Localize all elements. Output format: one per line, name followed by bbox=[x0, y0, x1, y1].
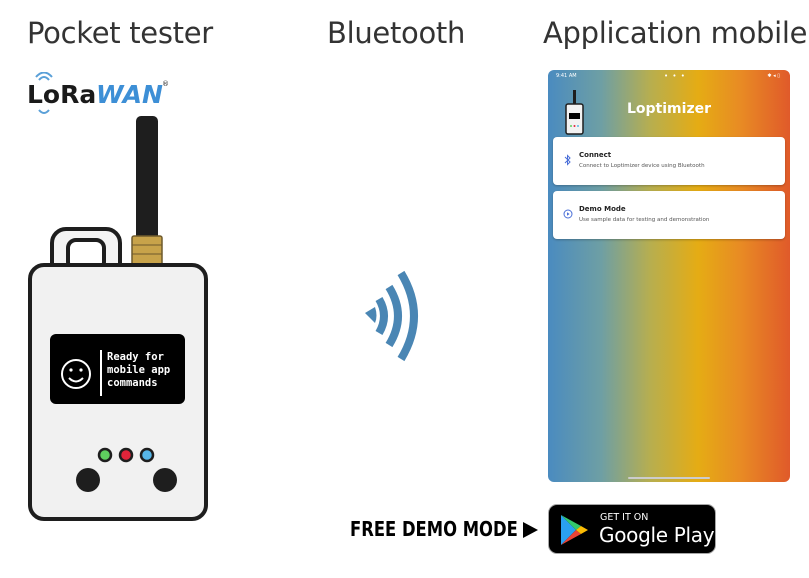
application-mobile-title: Application mobile bbox=[543, 16, 808, 50]
demo-mode-card-subtitle: Use sample data for testing and demonstr… bbox=[579, 217, 710, 223]
connect-card[interactable]: Connect Connect to Loptimizer device usi… bbox=[553, 137, 785, 185]
status-icons: ✱ ◂ ▯ bbox=[767, 73, 780, 79]
pocket-tester-device bbox=[28, 116, 208, 521]
device-button-right bbox=[153, 468, 177, 492]
signal-arc-icon bbox=[38, 76, 50, 81]
connect-card-title: Connect bbox=[579, 151, 612, 159]
status-dots: • • • bbox=[664, 72, 686, 80]
arrow-right-icon bbox=[523, 522, 538, 538]
lorawan-logo: LoRa WAN ® bbox=[27, 72, 169, 114]
lorawan-lora-text: LoRa bbox=[27, 80, 96, 109]
play-circle-icon bbox=[563, 209, 573, 219]
google-play-icon bbox=[561, 515, 588, 545]
smiley-icon bbox=[61, 359, 91, 389]
mini-device-icon bbox=[565, 90, 584, 135]
device-button-left bbox=[76, 468, 100, 492]
connect-card-subtitle: Connect to Loptimizer device using Bluet… bbox=[579, 163, 705, 169]
led-green bbox=[97, 447, 113, 463]
lorawan-wan-text: WAN bbox=[96, 80, 163, 109]
screen-line: mobile app bbox=[107, 364, 171, 376]
pocket-tester-title: Pocket tester bbox=[27, 16, 213, 50]
free-demo-mode-label: FREE DEMO MODE bbox=[350, 517, 518, 541]
lorawan-registered-text: ® bbox=[162, 80, 169, 88]
google-play-big-text: Google Play bbox=[599, 523, 715, 547]
antenna bbox=[136, 116, 158, 246]
status-time: 9:41 AM bbox=[556, 73, 577, 79]
app-title: Loptimizer bbox=[627, 101, 711, 117]
screen-line: commands bbox=[107, 377, 158, 389]
demo-mode-card[interactable]: Demo Mode Use sample data for testing an… bbox=[553, 191, 785, 239]
bluetooth-title: Bluetooth bbox=[327, 16, 466, 50]
status-bar: 9:41 AM • • • ✱ ◂ ▯ bbox=[548, 70, 790, 82]
led-blue bbox=[139, 447, 155, 463]
signal-arc-icon bbox=[38, 109, 50, 114]
bluetooth-icon bbox=[564, 154, 571, 166]
led-red bbox=[118, 447, 134, 463]
signal-arc-icon bbox=[35, 72, 53, 78]
google-play-badge[interactable]: GET IT ON Google Play bbox=[548, 504, 716, 554]
google-play-small-text: GET IT ON bbox=[600, 512, 649, 523]
phone-screenshot: 9:41 AM • • • ✱ ◂ ▯ Loptimizer Connect C… bbox=[548, 70, 790, 482]
bluetooth-signal-icon bbox=[365, 270, 418, 362]
screen-line: Ready for bbox=[107, 351, 164, 363]
demo-mode-card-title: Demo Mode bbox=[579, 205, 626, 213]
home-indicator bbox=[628, 477, 710, 479]
device-screen-text: Ready for mobile app commands bbox=[107, 351, 170, 390]
